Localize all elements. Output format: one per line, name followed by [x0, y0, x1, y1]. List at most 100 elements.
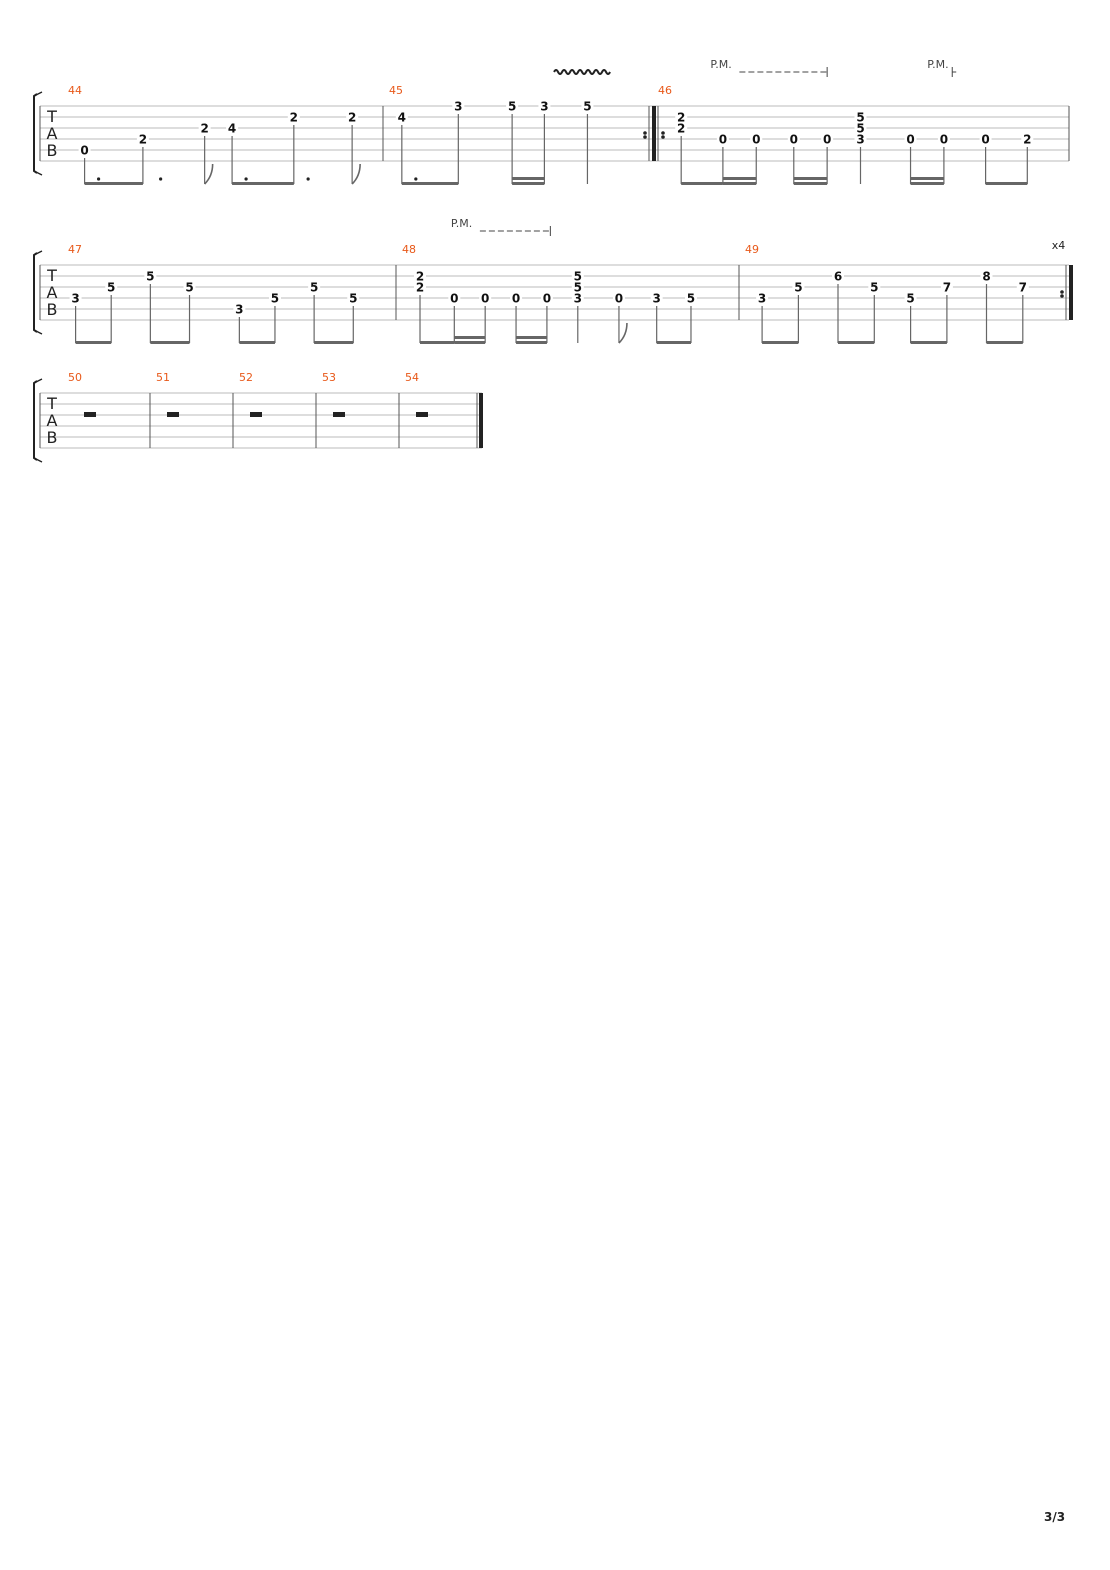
fret-number: 2: [416, 270, 424, 284]
system-bracket-tips: [33, 91, 43, 176]
beam: [910, 182, 944, 185]
beam: [512, 182, 545, 185]
measure-number: 51: [156, 371, 170, 384]
repeat-count: x4: [1052, 239, 1066, 252]
fret-number: 3: [71, 292, 79, 306]
fret-number: 0: [752, 133, 760, 147]
fret-number: 4: [398, 111, 406, 125]
fret-number: 2: [139, 133, 147, 147]
fret-number: 2: [416, 281, 424, 295]
fret-number: 5: [856, 122, 864, 136]
fret-number: 5: [185, 281, 193, 295]
fret-bg: [868, 281, 881, 293]
whole-rest: [84, 412, 96, 417]
fret-number: 5: [856, 111, 864, 125]
measure-number: 44: [68, 84, 82, 97]
fret-bg: [538, 100, 551, 112]
fret-bg: [506, 100, 519, 112]
fret-bg: [675, 111, 688, 123]
fret-bg: [540, 292, 553, 304]
fret-bg: [78, 144, 91, 156]
palm-mute-label: P.M.: [710, 58, 731, 71]
fret-bg: [452, 100, 465, 112]
fret-number: 0: [481, 292, 489, 306]
fret-number: 2: [200, 122, 208, 136]
dot: [244, 177, 248, 181]
clef-b: B: [47, 300, 58, 319]
note-flag: [351, 163, 361, 185]
fret-number: 3: [235, 303, 243, 317]
fret-number: 2: [348, 111, 356, 125]
fret-bg: [414, 281, 427, 293]
fret-bg: [69, 292, 82, 304]
whole-rest: [416, 412, 428, 417]
repeat-dot: [643, 131, 647, 135]
fret-bg: [612, 292, 625, 304]
fret-bg: [571, 281, 584, 293]
fret-bg: [904, 133, 917, 145]
fret-number: 5: [310, 281, 318, 295]
fret-bg: [198, 122, 211, 134]
fret-number: 0: [981, 133, 989, 147]
fret-bg: [980, 270, 993, 282]
fret-number: 7: [1019, 281, 1027, 295]
fret-bg: [756, 292, 769, 304]
fret-bg: [1016, 281, 1029, 293]
fret-bg: [716, 133, 729, 145]
beam: [516, 341, 547, 344]
fret-bg: [105, 281, 118, 293]
fret-bg: [650, 292, 663, 304]
system-bracket-tips: [33, 378, 43, 463]
fret-bg: [414, 270, 427, 282]
fret-bg: [510, 292, 523, 304]
fret-bg: [1021, 133, 1034, 145]
fret-number: 3: [540, 100, 548, 114]
beam-secondary: [793, 177, 828, 180]
fret-bg: [571, 292, 584, 304]
fret-bg: [287, 111, 300, 123]
beam: [314, 341, 354, 344]
measure-number: 49: [745, 243, 759, 256]
fret-number: 5: [349, 292, 357, 306]
fret-bg: [979, 133, 992, 145]
clef-b: B: [47, 428, 58, 447]
clef-a: A: [47, 283, 58, 302]
fret-number: 3: [758, 292, 766, 306]
fret-number: 2: [1023, 133, 1031, 147]
beam-secondary: [910, 177, 944, 180]
beam-secondary: [516, 336, 547, 339]
fret-number: 5: [574, 270, 582, 284]
fret-number: 5: [271, 292, 279, 306]
fret-bg: [937, 133, 950, 145]
fret-number: 0: [906, 133, 914, 147]
measure-number: 50: [68, 371, 82, 384]
beam: [656, 341, 691, 344]
fret-number: 5: [574, 281, 582, 295]
fret-bg: [940, 281, 953, 293]
fret-bg: [792, 281, 805, 293]
whole-rest: [333, 412, 345, 417]
fret-bg: [750, 133, 763, 145]
fret-bg: [832, 270, 844, 282]
fret-number: 0: [512, 292, 520, 306]
fret-bg: [581, 100, 594, 112]
fret-number: 5: [794, 281, 802, 295]
fret-number: 2: [290, 111, 298, 125]
note-flag: [204, 163, 214, 185]
page-number: 3/3: [1044, 1510, 1066, 1524]
beam: [454, 341, 486, 344]
fret-bg: [854, 122, 867, 134]
palm-mute-label: P.M.: [451, 217, 472, 230]
fret-number: 5: [508, 100, 516, 114]
repeat-dot: [1060, 290, 1064, 294]
dot: [306, 177, 310, 181]
fret-number: 3: [856, 133, 864, 147]
system-bracket-tips: [33, 250, 43, 335]
fret-bg: [308, 281, 321, 293]
fret-bg: [854, 133, 867, 145]
beam: [401, 182, 459, 185]
fret-bg: [347, 292, 360, 304]
measure-number: 54: [405, 371, 419, 384]
fret-number: 5: [906, 292, 914, 306]
fret-number: 4: [228, 122, 236, 136]
